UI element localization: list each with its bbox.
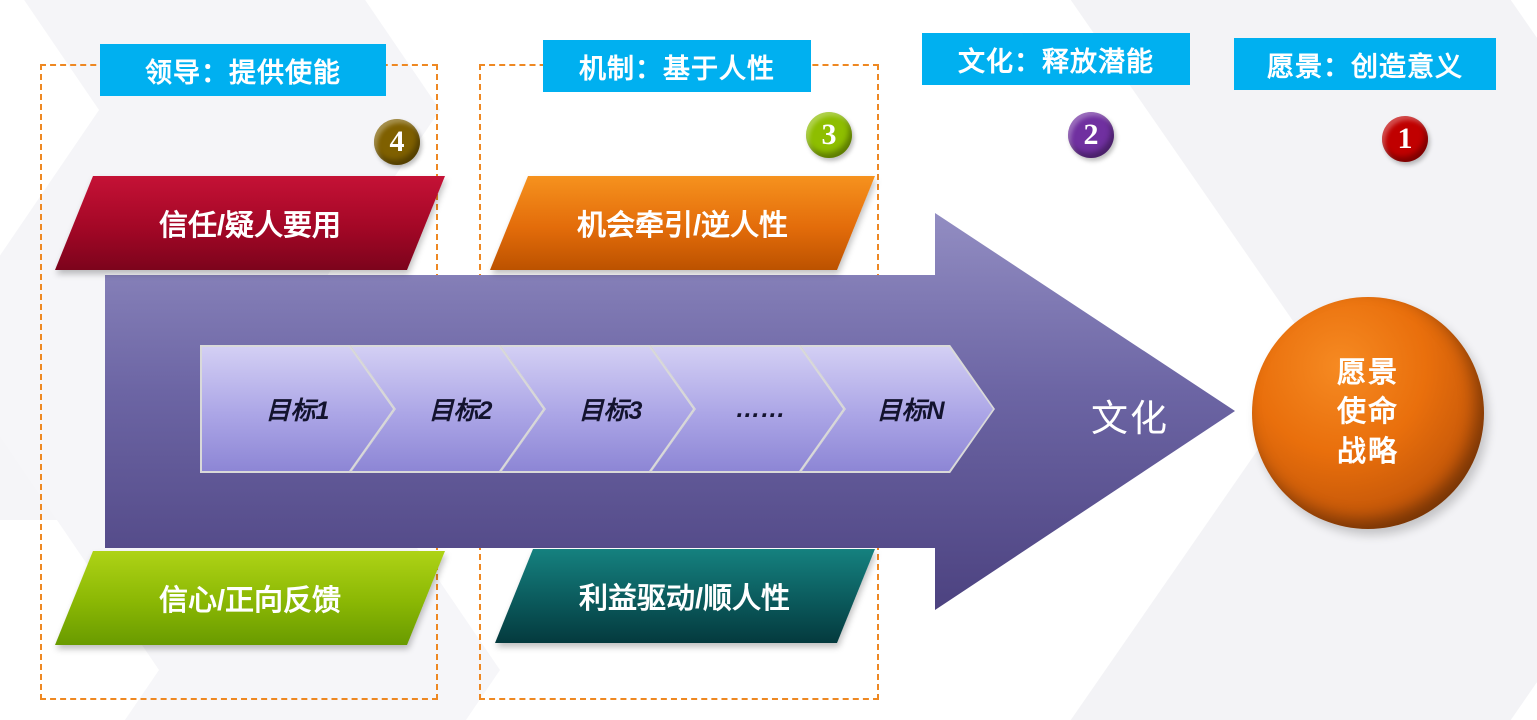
tag-confidence-label: 信心/正向反馈 bbox=[158, 585, 342, 617]
tag-benefit: 利益驱动/顺人性 bbox=[495, 549, 875, 643]
goal-chevron-fill bbox=[202, 347, 393, 471]
tag-trust-label: 信任/疑人要用 bbox=[158, 210, 342, 242]
vision-circle: 愿景 使命 战略 bbox=[1252, 297, 1484, 529]
header-mechanism-label: 机制：基于人性 bbox=[579, 53, 775, 84]
goal-n-label: 目标N bbox=[876, 397, 945, 425]
header-culture: 文化：释放潜能 bbox=[922, 33, 1190, 85]
header-vision-label: 愿景：创造意义 bbox=[1267, 51, 1463, 82]
tag-opportunity-label: 机会牵引/逆人性 bbox=[576, 210, 789, 242]
vision-circle-line-1: 愿景 bbox=[1336, 357, 1399, 390]
header-leadership: 领导：提供使能 bbox=[100, 44, 386, 96]
goal-chevron-ellipsis: …… bbox=[650, 345, 845, 473]
goal-chevron-1: 目标1 bbox=[200, 345, 395, 473]
number-badge-4: 4 bbox=[374, 119, 420, 165]
goal-1-label: 目标1 bbox=[265, 397, 330, 425]
goal-3-label: 目标3 bbox=[578, 397, 643, 425]
header-mechanism: 机制：基于人性 bbox=[543, 40, 811, 92]
vision-circle-line-2: 使命 bbox=[1336, 396, 1399, 429]
goal-2-label: 目标2 bbox=[428, 397, 493, 425]
goal-chevron-n: 目标N bbox=[800, 345, 995, 473]
tag-opportunity: 机会牵引/逆人性 bbox=[490, 176, 875, 270]
goal-chevron-2: 目标2 bbox=[350, 345, 545, 473]
number-badge-1: 1 bbox=[1382, 116, 1428, 162]
arrow-culture-label: 文化 bbox=[1091, 398, 1169, 439]
header-leadership-label: 领导：提供使能 bbox=[145, 57, 341, 88]
number-badge-2: 2 bbox=[1068, 112, 1114, 158]
tag-trust: 信任/疑人要用 bbox=[55, 176, 445, 270]
header-culture-label: 文化：释放潜能 bbox=[958, 46, 1154, 77]
header-vision: 愿景：创造意义 bbox=[1234, 38, 1496, 90]
vision-circle-line-3: 战略 bbox=[1336, 435, 1399, 468]
goal-ellipsis-label: …… bbox=[735, 394, 786, 423]
tag-benefit-label: 利益驱动/顺人性 bbox=[579, 583, 791, 615]
tag-confidence: 信心/正向反馈 bbox=[55, 551, 445, 645]
goal-chevron-3: 目标3 bbox=[500, 345, 695, 473]
number-badge-3: 3 bbox=[806, 112, 852, 158]
